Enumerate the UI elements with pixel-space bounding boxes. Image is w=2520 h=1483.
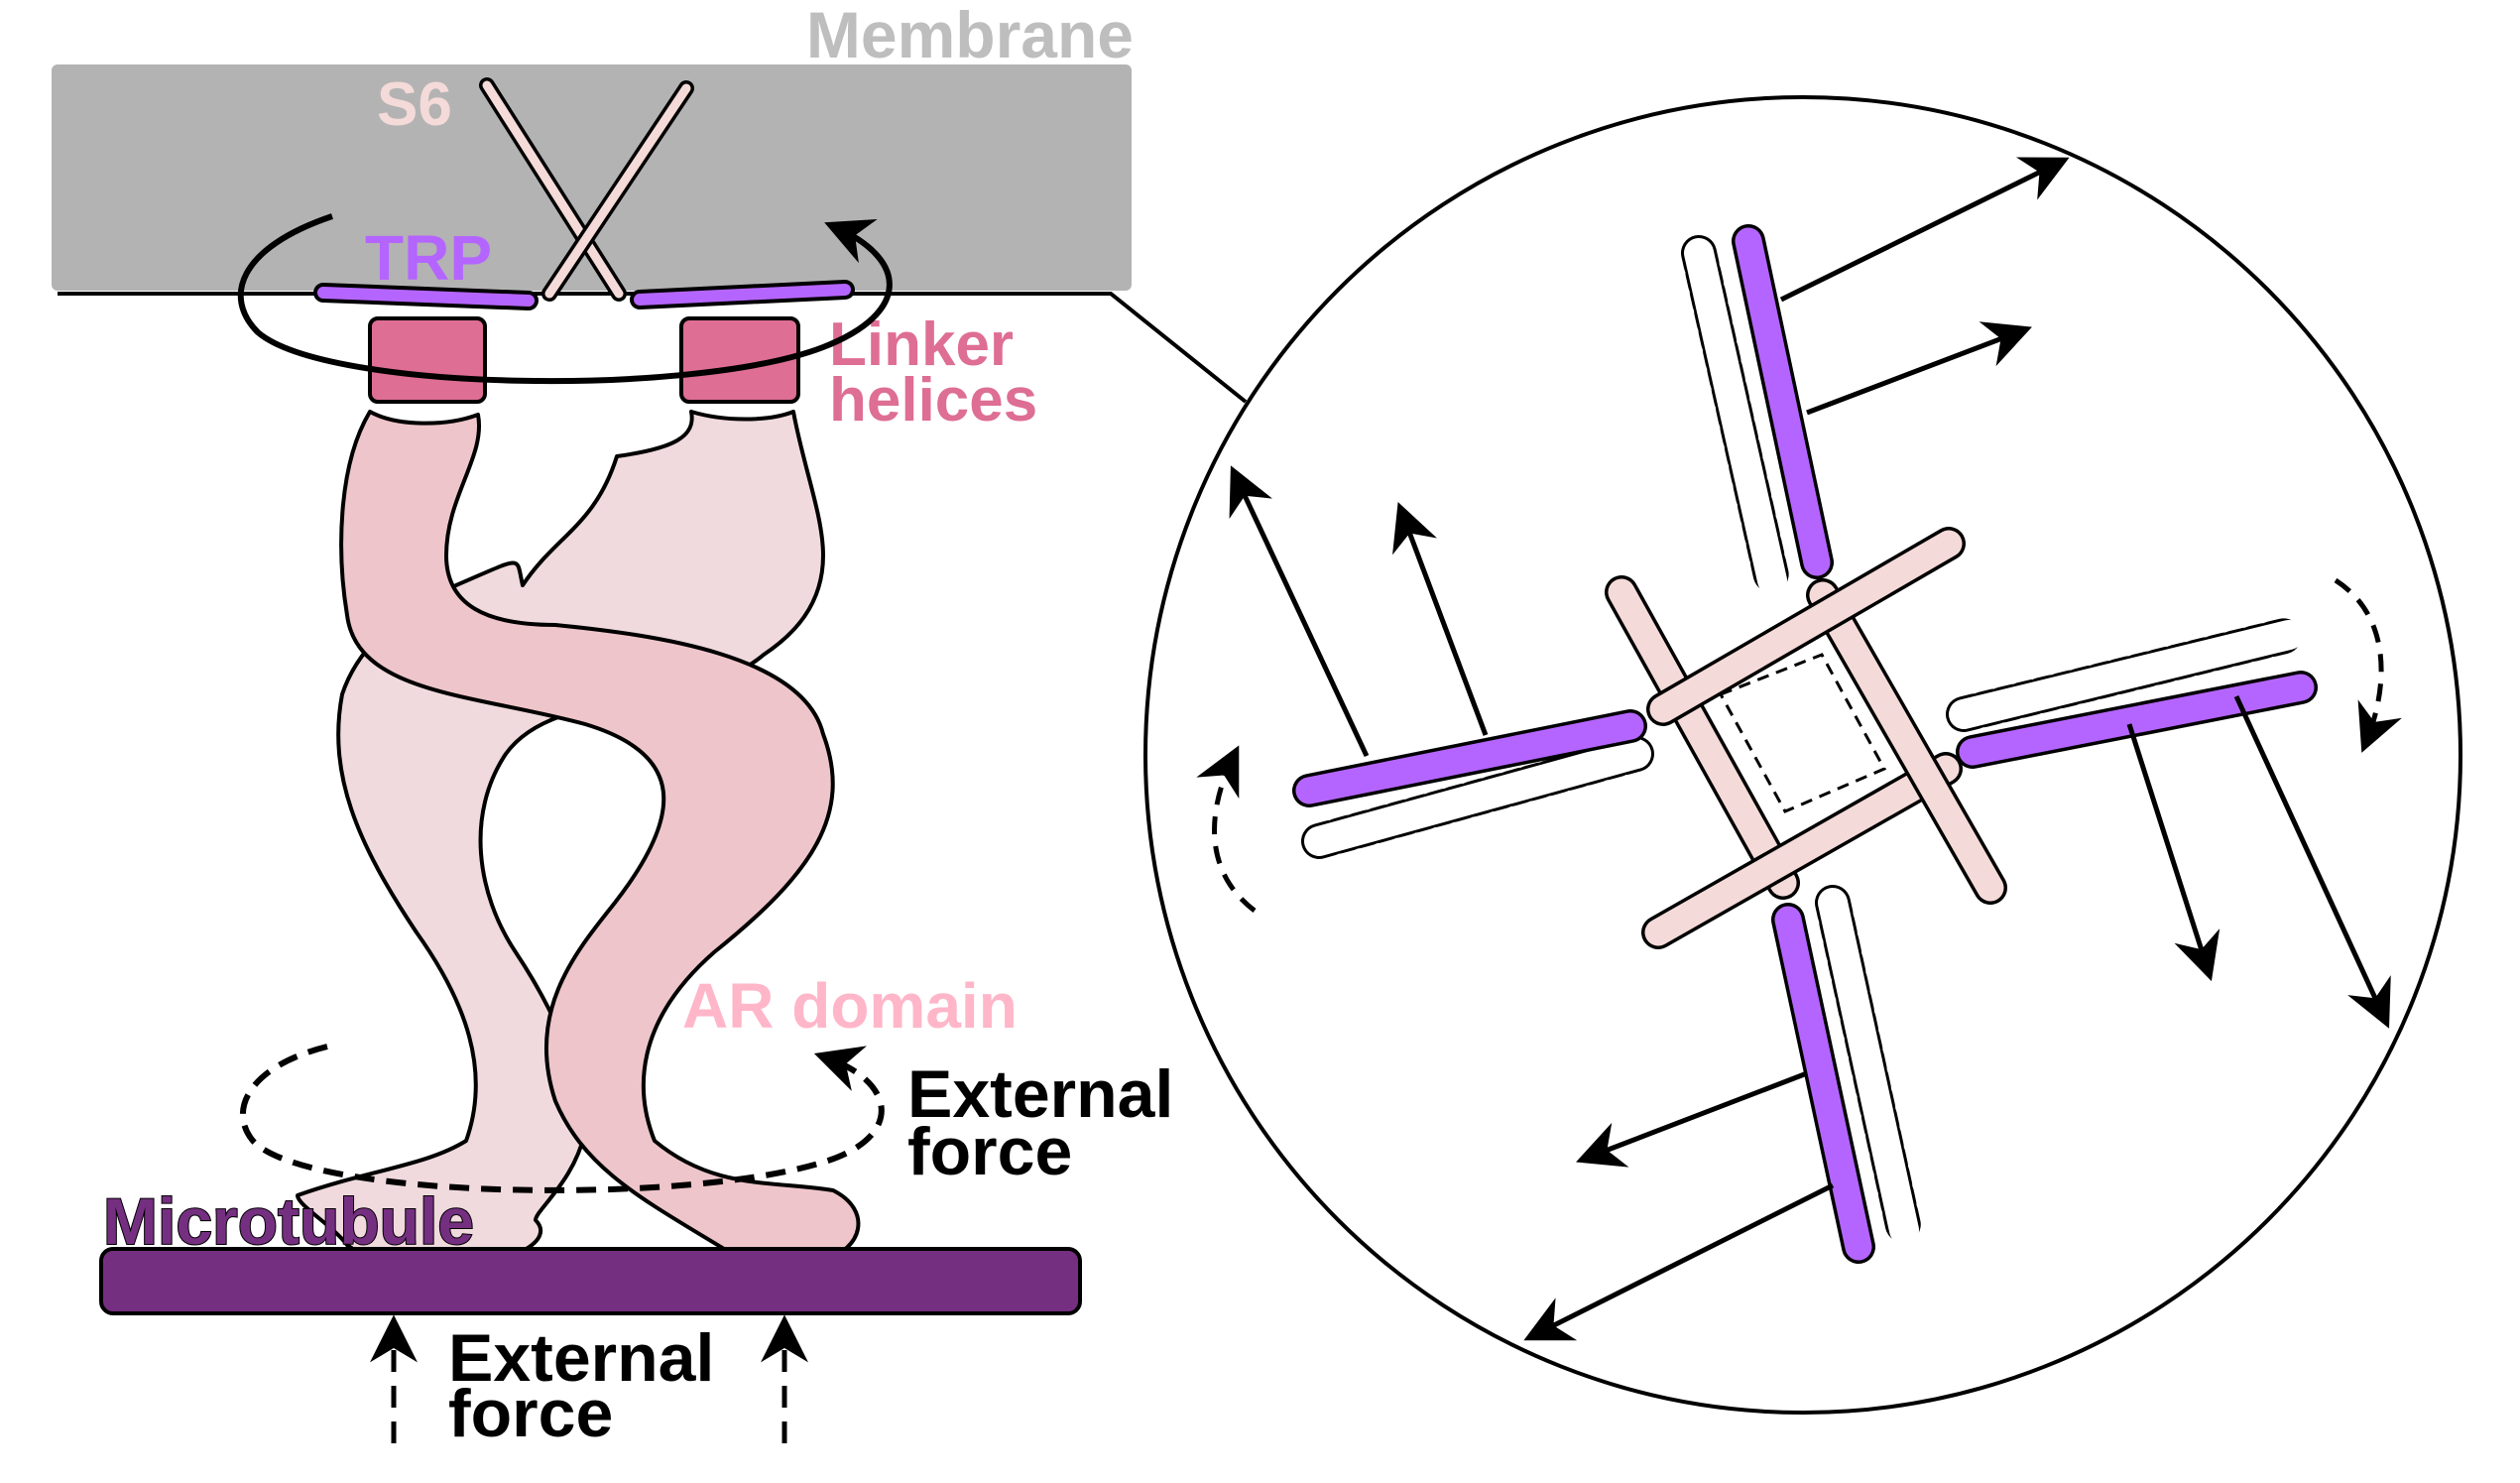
membrane-label: Membrane xyxy=(806,0,1134,71)
s6-helices xyxy=(479,77,694,302)
force-arrow-top-2 xyxy=(1806,321,2032,416)
rotation-arrow-external xyxy=(239,1044,885,1193)
s6-sticks xyxy=(1605,527,2007,949)
microtubule xyxy=(99,1247,1082,1315)
ar-domain-front xyxy=(339,410,861,1270)
external-force-bottom-line1: External xyxy=(448,1320,714,1396)
pore-ghost-square xyxy=(1718,653,1887,813)
trp-sticks xyxy=(1292,224,2318,1264)
external-force-side-line1: External xyxy=(907,1056,1173,1132)
force-arrow-left-1 xyxy=(1229,465,1370,758)
rotation-arrow-left-dashed xyxy=(1196,745,1257,913)
rotation-arrow-right-dashed xyxy=(2334,577,2402,753)
linker-label-line2: helices xyxy=(829,366,1037,434)
linker-helix-right xyxy=(679,316,800,404)
trp-label: TRP xyxy=(365,222,492,294)
rotation-arrow-membrane xyxy=(237,213,893,385)
force-arrow-right-1 xyxy=(2126,723,2220,982)
force-arrow-bottom-1 xyxy=(1576,1070,1808,1168)
force-arrows xyxy=(1229,157,2391,1341)
linker-helix-left xyxy=(368,316,487,404)
linker-label-line1: Linker xyxy=(829,310,1014,379)
external-force-bottom-line2: force xyxy=(448,1376,613,1451)
force-arrow-right-2 xyxy=(2233,694,2391,1029)
microtubule-label: Microtubule xyxy=(103,1184,474,1258)
trp-helices xyxy=(313,280,855,310)
s6-label: S6 xyxy=(377,70,452,139)
trp-ghost-positions xyxy=(1301,235,2307,1248)
zoom-circle xyxy=(1143,95,2462,1415)
force-arrow-top-1 xyxy=(1779,157,2070,303)
external-force-side-line2: force xyxy=(907,1114,1072,1189)
force-arrow-left-2 xyxy=(1392,502,1489,736)
force-arrow-bottom-2 xyxy=(1523,1182,1835,1341)
ar-domain-label: AR domain xyxy=(682,970,1018,1042)
zoom-connector-line xyxy=(58,292,1248,404)
